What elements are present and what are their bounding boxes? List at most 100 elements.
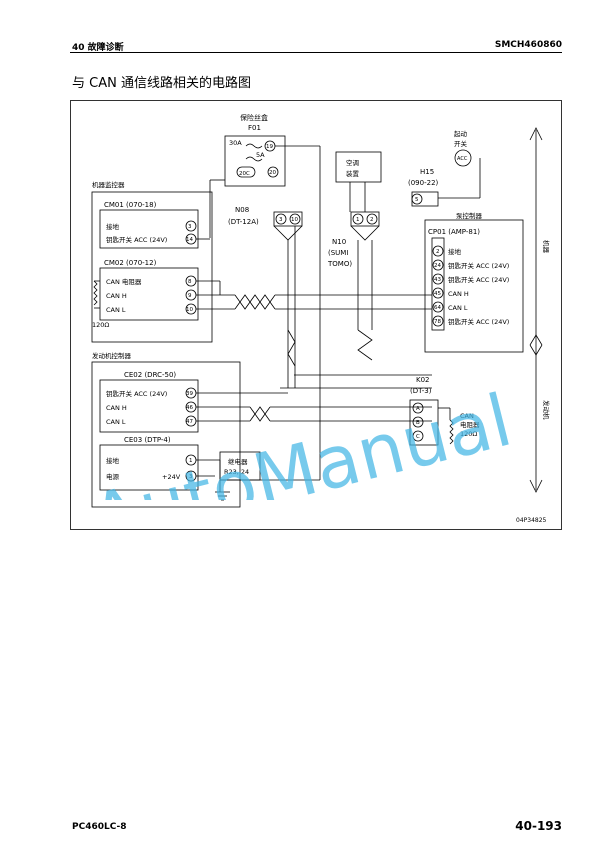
cp01-pin2-num: 24 [434,263,441,269]
footer-page-number: 40-193 [515,819,562,833]
fuse-pin-19-num: 19 [266,144,273,150]
cp01-pin3-name: 钥匙开关 ACC (24V) [448,275,509,284]
start-switch-acc [454,149,472,167]
cm02-resistor: 120Ω [92,321,109,329]
engine-controller-box [91,361,241,508]
fuse-box-label: 保险丝盒 [240,113,268,122]
cp01-pin4-num: 45 [434,291,441,297]
k02-type: (DT-3) [410,387,432,395]
k02-pin-a: A [416,406,420,412]
ce02-pin1-num: 39 [186,391,193,397]
cp01-pin5-num: 64 [434,305,441,311]
cm02-id: CM02 (070-12) [104,259,157,267]
ce03-id: CE03 (DTP-4) [124,436,171,444]
cm01-pin2-num: 14 [186,237,193,243]
cp01-id: CP01 (AMP-81) [428,228,480,236]
n08-pin-a: 3 [279,217,283,223]
k02-pin-b: B [416,420,420,426]
cm02-pin1-name: CAN 电阻器 [106,277,142,286]
ce02-pin3-num: 47 [186,419,193,425]
fuse-pin-20c [236,166,256,178]
n10-connector [350,211,380,227]
figure-code: 04P34825 [516,517,547,524]
ce02-block [99,379,199,433]
ac-unit-box [335,151,382,183]
cp01-pin5-name: CAN L [448,304,468,312]
cm02-pin2-name: CAN H [106,292,127,300]
ac-unit-line1: 空调 [346,158,359,167]
n10-type1: (SUMI [328,249,348,257]
ce02-pin2-name: CAN H [106,404,127,412]
header-rule [70,52,562,53]
n08-pin-b: 10 [291,217,298,223]
ce02-pin1-name: 钥匙开关 ACC (24V) [106,389,167,398]
start-switch-line1: 起动 [454,130,468,138]
cm02-block [99,267,199,321]
n10-id: N10 [332,238,346,246]
ce02-id: CE02 (DRC-50) [124,371,176,379]
ce02-pin2-num: 46 [186,405,193,411]
cm01-pin2-name: 钥匙开关 ACC (24V) [106,235,167,244]
cp01-pin2-name: 钥匙开关 ACC (24V) [448,261,509,270]
ce03-pin2-num: 3 [189,474,193,480]
ce03-pin2-name: 电源 [106,472,120,481]
ce03-pin1-name: 接地 [106,456,120,465]
k02-res-line1: CAN [460,412,474,420]
pump-controller-box [424,219,524,353]
header-section: 40 故障诊断 [72,43,124,53]
cp01-pin6-num: 78 [434,319,441,325]
k02-res-line2: 电阻器 [460,420,480,429]
fuse-amp-5: 5A [256,151,265,159]
ce03-block [99,444,199,491]
side-label-machine: 机器 [542,240,551,254]
cp01-pin1-num: 2 [436,249,440,255]
ce02-pin3-name: CAN L [106,418,126,426]
fuse-pin-20c-num: 20C [239,171,250,177]
footer-model: PC460LC-8 [72,822,127,832]
cp01-pin4-name: CAN H [448,290,469,298]
fuse-pin-20 [267,166,279,178]
page-title: 与 CAN 通信线路相关的电路图 [72,76,251,91]
header-model-code: SMCH460860 [494,40,562,50]
cm02-pin2-num: 9 [188,293,192,299]
cm01-pin1-num: 3 [188,224,192,230]
cm01-block [99,209,199,249]
ac-unit-line2: 装置 [346,169,360,178]
start-switch-acc-label: ACC [457,156,468,162]
diagram-frame [70,100,562,530]
k02-connector [409,399,439,446]
h15-id: H15 [420,168,434,176]
pump-controller-label: 泵控制器 [456,211,483,220]
cp01-pin1-name: 接地 [448,247,462,256]
n10-type2: TOMO) [327,260,352,268]
circuit-diagram: 保险丝盒 F01 30A 5A 19 20C 20 空调 装置 起动 开关 AC… [70,100,562,530]
ce03-pin2-value: +24V [162,473,181,481]
fuse-pin-20-num: 20 [269,170,276,176]
cm02-pin1-num: 8 [188,279,192,285]
cm02-pin3-num: 10 [186,307,193,313]
fuse-box-outline [224,135,286,187]
start-switch-line2: 开关 [454,139,468,148]
n08-id: N08 [235,206,249,214]
cm01-pin1-name: 接地 [106,222,120,231]
k02-id: K02 [416,376,430,384]
h15-pin: 5 [415,197,419,203]
fuse-amp-30: 30A [229,139,242,147]
machine-monitor-label: 机器监控器 [92,180,125,189]
machine-monitor-box [91,191,213,343]
ce03-pin1-num: 1 [189,458,193,464]
cm02-pin3-name: CAN L [106,306,126,314]
h15-type: (090-22) [408,179,439,187]
n10-pin-a: 1 [356,217,360,223]
k02-pin-c: C [416,434,420,440]
cp01-pin3-num: 43 [434,277,441,283]
n08-connector [273,211,303,227]
cp01-pin6-name: 钥匙开关 ACC (24V) [448,317,509,326]
k02-res-value: 120Ω [460,430,477,438]
relay-line1: 继电器 [228,457,248,466]
n08-type: (DT-12A) [228,218,259,226]
n10-pin-b: 2 [370,217,374,223]
cp01-pin-strip [431,237,445,331]
cm01-id: CM01 (070-18) [104,201,157,209]
engine-controller-label: 发动机控制器 [92,351,132,360]
